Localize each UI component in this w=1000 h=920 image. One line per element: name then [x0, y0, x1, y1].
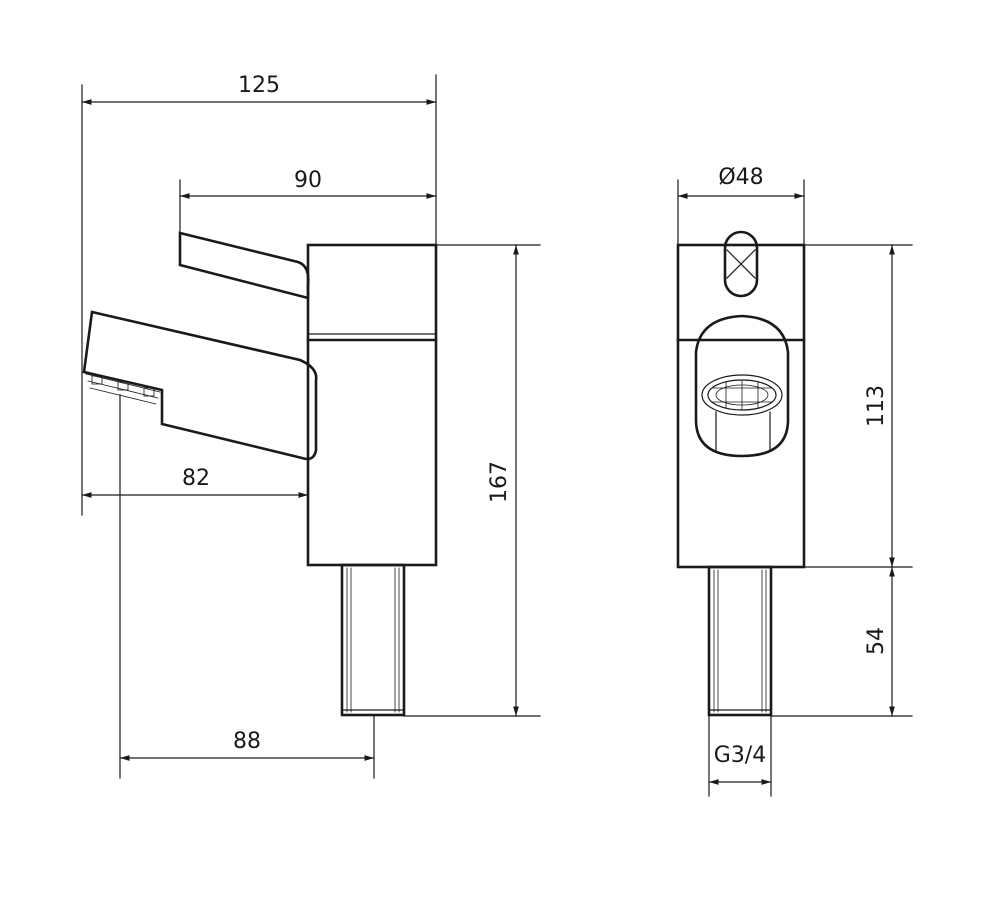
spout	[82, 310, 318, 461]
dim-overall-length: 125	[238, 73, 280, 98]
dim-body-diameter: Ø48	[718, 165, 763, 190]
lever-top	[723, 230, 759, 298]
shank-front	[707, 565, 773, 717]
shank-side	[340, 563, 406, 717]
dim-total-height: 167	[487, 461, 512, 503]
dim-body-height: 113	[864, 385, 889, 427]
aerator-detail	[85, 373, 161, 405]
spout-front	[694, 314, 790, 458]
lever-handle	[178, 231, 310, 300]
side-view: 125 90 82 88 167	[81, 73, 541, 779]
dim-shank-height: 54	[864, 627, 889, 655]
front-view: Ø48 113 54 G3/4	[676, 165, 913, 797]
dim-thread: G3/4	[714, 743, 766, 768]
dim-lever-length: 90	[294, 168, 322, 193]
dim-shank-offset: 88	[233, 729, 261, 754]
tap-body-side	[306, 243, 438, 567]
dim-spout-reach: 82	[182, 466, 210, 491]
